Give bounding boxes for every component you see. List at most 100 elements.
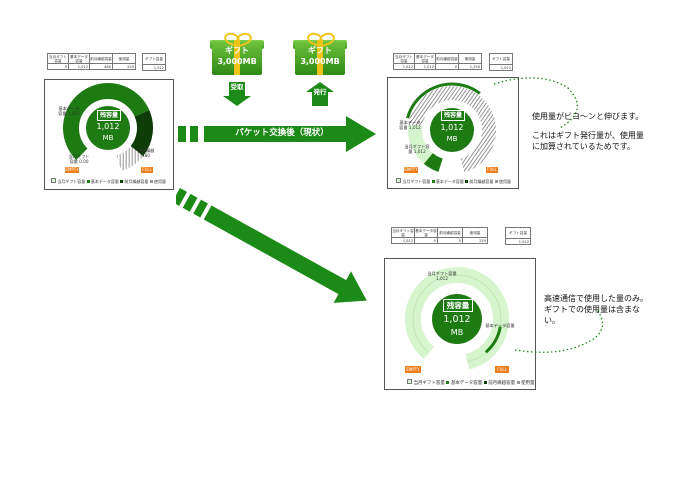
- header-used: 使用量: [462, 227, 488, 238]
- legend-gift-swatch: [396, 178, 401, 183]
- right-tag-empty: EMPTY: [404, 167, 418, 173]
- right-label-basic: 基本データ容量 1,012: [399, 120, 421, 130]
- main-right-arrow: [178, 116, 376, 152]
- legend-used-label: 使用量: [521, 381, 535, 386]
- header-carry-over: 前月繰越容量: [437, 227, 463, 238]
- value-gift-received: 1,012: [393, 63, 415, 70]
- gift-receive-box: ギフト 3,000MB: [210, 30, 264, 75]
- right-center-value: 1,012: [440, 123, 464, 132]
- header-gift-received: 当月ギフト容量: [393, 53, 415, 64]
- right-donut-chart: [404, 82, 500, 178]
- issue-up-arrow: [306, 82, 334, 106]
- legend-gift-swatch: [51, 178, 56, 183]
- gift-issue-line1: ギフト: [308, 46, 332, 55]
- right-callout-curve: [493, 77, 578, 129]
- header-carry-over: 前月繰越容量: [435, 53, 459, 64]
- header-used: 使用量: [458, 53, 482, 64]
- value-basic-data: 1,012: [68, 63, 90, 70]
- right-note-line3: に加算されているためです。: [532, 142, 635, 151]
- bottom-data-table: 当月ギフト容量 基本データ容量 前月繰越容量 使用量 1,012 0 0 250: [391, 227, 488, 244]
- legend-used-label: 使用量: [498, 179, 511, 184]
- legend-used-swatch: [149, 180, 153, 183]
- value-used: 1,250: [458, 63, 482, 70]
- gift-issue-line2: 3,000MB: [300, 57, 340, 66]
- legend-basic-swatch: [446, 381, 450, 384]
- legend-carry-swatch: [483, 381, 487, 384]
- right-donut-panel: 残容量 1,012 MB 基本データ容量 1,012 当月ギフト容量 1,012…: [387, 77, 519, 189]
- bottom-label-gift: 当月ギフト容量 1,012: [427, 271, 457, 281]
- header-carry-over: 前月繰越容量: [89, 53, 113, 64]
- legend-basic-label: 基本データ容量: [450, 381, 483, 386]
- left-center-value: 1,012: [96, 122, 120, 131]
- left-legend: 当月ギフト容量 基本データ容量 前月繰越容量 使用量: [51, 178, 166, 185]
- value-basic-data: 0: [414, 237, 438, 244]
- legend-basic-swatch: [431, 180, 435, 183]
- receive-down-arrow: [223, 82, 251, 106]
- header-gift-received: 当月ギフト容量: [47, 53, 69, 64]
- bottom-center-value: 1,012: [443, 314, 471, 325]
- left-label-gift: 当月ギフト容量 0.00: [68, 154, 90, 164]
- value-carry-over: 0: [435, 63, 459, 70]
- bottom-tag-empty: EMPTY: [405, 366, 421, 373]
- right-note-line2: これはギフト発行量が、使用量: [532, 131, 644, 140]
- receive-arrow-label: 受取: [230, 83, 244, 91]
- legend-gift-swatch: [407, 379, 412, 384]
- header-basic-data: 基本データ容量: [414, 227, 438, 238]
- right-legend: 当月ギフト容量 基本データ容量 前月繰越容量 使用量: [396, 178, 511, 185]
- bottom-tag-full: FULL: [495, 366, 509, 373]
- header-basic-data: 基本データ容量: [68, 53, 90, 64]
- right-note: 使用量がビヨ～ンと伸びます。 これはギフト発行量が、使用量 に加算されているため…: [532, 111, 672, 152]
- right-label-gift: 当月ギフト容量 1,012: [404, 144, 430, 154]
- bottom-gift-table: ギフト容量 1,012: [505, 227, 531, 245]
- bottom-note-line2: ギフトでの使用量は含まな: [544, 305, 640, 314]
- left-tag-full: FULL: [141, 167, 153, 173]
- left-center-unit: MB: [102, 134, 114, 142]
- legend-carry-label: 前月繰越容量: [488, 381, 516, 386]
- value-gift-issued: 1,012: [505, 238, 531, 245]
- value-gift-received: 0: [47, 63, 69, 70]
- legend-carry-label: 前月繰越容量: [124, 179, 149, 184]
- legend-used-label: 使用量: [153, 179, 166, 184]
- left-label-carry: 前月繰越 480: [137, 148, 155, 158]
- legend-carry-swatch: [120, 180, 124, 183]
- right-center-title: 残容量: [441, 110, 465, 121]
- value-carry-over: 480: [89, 63, 113, 70]
- legend-carry-swatch: [465, 180, 469, 183]
- value-gift-issued: 1,012: [142, 64, 166, 71]
- bottom-note-line1: 高速通信で使用した量のみ。: [544, 294, 648, 303]
- gift-receive-line1: ギフト: [225, 46, 249, 55]
- legend-used-swatch: [494, 180, 498, 183]
- value-gift-issued: 1,012: [489, 64, 513, 71]
- left-gift-table: ギフト容量 1,012: [142, 53, 166, 71]
- legend-basic-label: 基本データ容量: [90, 179, 119, 184]
- legend-basic-label: 基本データ容量: [435, 179, 464, 184]
- value-used: 250: [462, 237, 488, 244]
- bottom-center-unit: MB: [450, 328, 464, 337]
- issue-arrow-label: 発行: [313, 88, 327, 96]
- bottom-note-line3: い。: [544, 316, 560, 325]
- legend-basic-swatch: [86, 180, 90, 183]
- header-basic-data: 基本データ容量: [414, 53, 436, 64]
- bottom-center-title: 残容量: [443, 299, 473, 312]
- right-note-line1: 使用量がビヨ～ンと伸びます。: [532, 112, 644, 121]
- right-data-table: 当月ギフト容量 基本データ容量 前月繰越容量 使用量 1,012 1,012 0…: [393, 53, 482, 70]
- right-gift-table: ギフト容量 1,012: [489, 53, 513, 71]
- bottom-callout-curve: [514, 309, 604, 353]
- left-tag-empty: EMPTY: [65, 167, 79, 173]
- legend-gift-label: 当月ギフト容量: [413, 381, 445, 386]
- value-gift-received: 1,012: [391, 237, 415, 244]
- value-basic-data: 1,012: [414, 63, 436, 70]
- left-donut-panel: 残容量 1,012 MB 基本データ容量 1,012 当月ギフト容量 0.00 …: [44, 79, 174, 190]
- legend-carry-label: 前月繰越容量: [469, 179, 494, 184]
- gift-receive-line2: 3,000MB: [217, 57, 257, 66]
- legend-used-swatch: [516, 381, 520, 384]
- header-gift-issued: ギフト容量: [142, 53, 166, 65]
- header-gift-issued: ギフト容量: [505, 227, 531, 239]
- right-tag-full: FULL: [486, 167, 498, 173]
- header-used: 使用量: [112, 53, 136, 64]
- proposal-diagonal-arrow: [176, 188, 367, 303]
- legend-gift-label: 当月ギフト容量: [57, 179, 86, 184]
- bottom-donut-panel: 残容量 1,012 MB 当月ギフト容量 1,012 基本データ容量 EMPTY…: [384, 258, 536, 390]
- main-arrow-label: パケット交換後（現状）: [235, 128, 329, 138]
- right-center-unit: MB: [446, 135, 458, 143]
